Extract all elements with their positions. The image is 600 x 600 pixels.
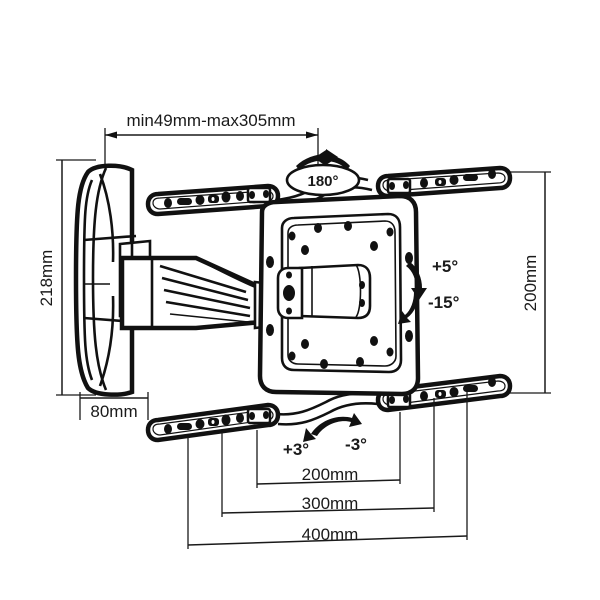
vesa-height-label: 200mm (521, 255, 540, 312)
dimension-width-300: 300mm (221, 398, 435, 517)
rotation-indicator-180: 180° (285, 149, 361, 197)
dimension-width-200: 200mm (256, 412, 401, 488)
dimension-wall-plate-height: 218mm (37, 159, 96, 396)
wall-plate-depth-label: 80mm (90, 402, 137, 421)
width-200-label: 200mm (302, 465, 359, 484)
level-adjust-indicator: +3° -3° (283, 413, 367, 459)
mount-arm-upper-right (375, 165, 513, 199)
wall-plate-height-label: 218mm (37, 250, 56, 307)
extension-range-label: min49mm-max305mm (126, 111, 295, 130)
level-right-label: -3° (345, 435, 367, 454)
tilt-down-label: -15° (428, 293, 460, 312)
mount-arm-upper-left (145, 183, 281, 217)
width-300-label: 300mm (302, 494, 359, 513)
rotation-180-label: 180° (307, 173, 338, 190)
tilt-up-label: +5° (432, 257, 458, 276)
dimension-wall-plate-depth: 80mm (79, 392, 149, 421)
tilt-angle-indicator: +5° -15° (398, 257, 460, 324)
level-left-label: +3° (283, 440, 309, 459)
vesa-mounting-plate (257, 193, 421, 397)
mount-arm-lower-left (145, 402, 281, 443)
articulating-arm-center (119, 255, 274, 331)
dimension-width-400: 400mm (187, 392, 468, 549)
width-400-label: 400mm (302, 525, 359, 544)
mount-arm-lower-right (375, 373, 513, 413)
dimension-extension-range: min49mm-max305mm (104, 111, 319, 172)
dimension-vesa-height: 200mm (509, 171, 551, 394)
